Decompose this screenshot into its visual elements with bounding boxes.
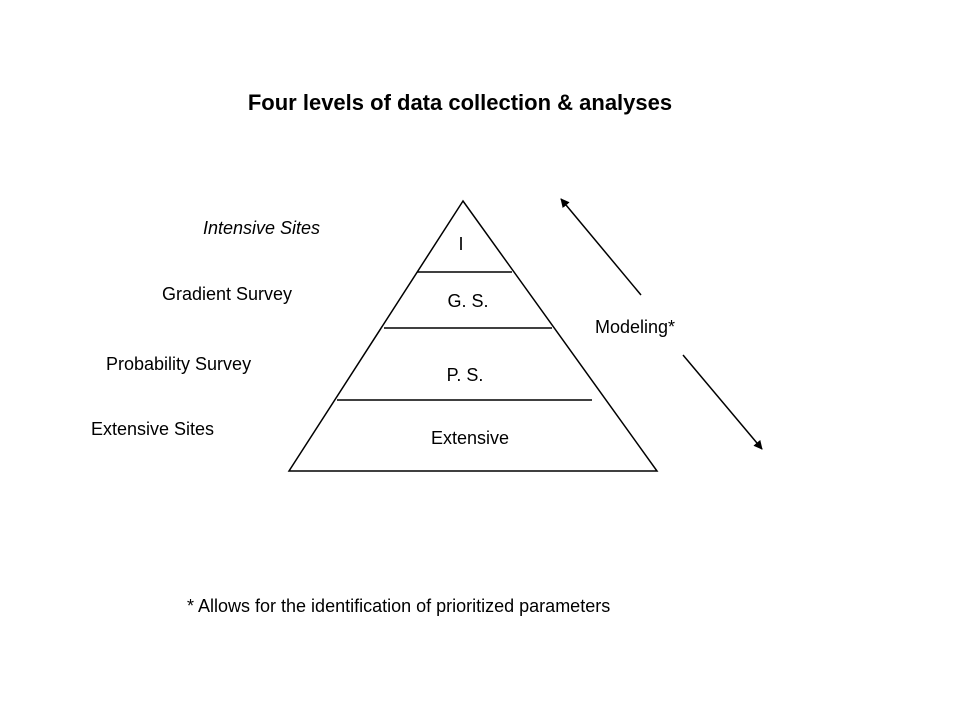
footnote: * Allows for the identification of prior… — [187, 596, 611, 616]
label-extensive-sites: Extensive Sites — [91, 419, 215, 439]
tier-label-gradient: G. S. — [447, 291, 489, 311]
arrow-down — [682, 354, 763, 450]
pyramid-outline — [287, 199, 659, 472]
label-gradient-survey: Gradient Survey — [162, 284, 293, 304]
arrow-up — [560, 198, 642, 296]
tier-label-extensive: Extensive — [430, 428, 510, 448]
label-probability-survey: Probability Survey — [106, 354, 252, 374]
tier-label-probability: P. S. — [446, 365, 484, 385]
page-title: Four levels of data collection & analyse… — [247, 90, 673, 115]
modeling-label: Modeling* — [595, 317, 676, 337]
tier-label-intensive: I — [458, 234, 464, 254]
label-intensive-sites: Intensive Sites — [203, 218, 321, 238]
